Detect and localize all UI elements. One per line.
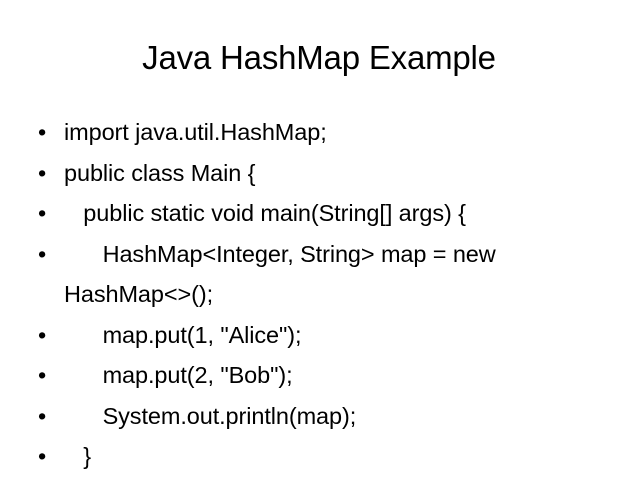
bullet-icon: • <box>38 321 47 348</box>
list-item-text: HashMap<Integer, String> map = new HashM… <box>64 240 503 308</box>
slide-body-list: • import java.util.HashMap; • public cla… <box>0 112 600 478</box>
bullet-icon: • <box>38 119 47 145</box>
list-item: • map.put(2, "Bob"); <box>0 355 600 396</box>
list-item-text: public class Main { <box>64 159 256 186</box>
bullet-icon: • <box>38 200 47 226</box>
list-item: • } <box>0 436 600 477</box>
bullet-icon: • <box>38 443 47 469</box>
list-item-text: System.out.println(map); <box>64 402 357 429</box>
bullet-icon: • <box>38 402 47 429</box>
list-item-text: import java.util.HashMap; <box>64 119 327 145</box>
list-item: • map.put(1, "Alice"); <box>0 315 600 356</box>
list-item: • public class Main { <box>0 153 600 194</box>
list-item: • HashMap<Integer, String> map = new Has… <box>0 234 600 315</box>
bullet-icon: • <box>38 362 47 388</box>
list-item-text: public static void main(String[] args) { <box>64 200 466 226</box>
page-title: Java HashMap Example <box>142 39 496 76</box>
list-item: • public static void main(String[] args)… <box>0 193 600 234</box>
list-item-text: } <box>64 443 92 469</box>
list-item: • System.out.println(map); <box>0 396 600 437</box>
bullet-icon: • <box>38 240 47 267</box>
list-item-text: map.put(1, "Alice"); <box>64 321 302 348</box>
list-item: • import java.util.HashMap; <box>0 112 600 153</box>
bullet-icon: • <box>38 159 47 186</box>
list-item-text: map.put(2, "Bob"); <box>64 362 293 388</box>
